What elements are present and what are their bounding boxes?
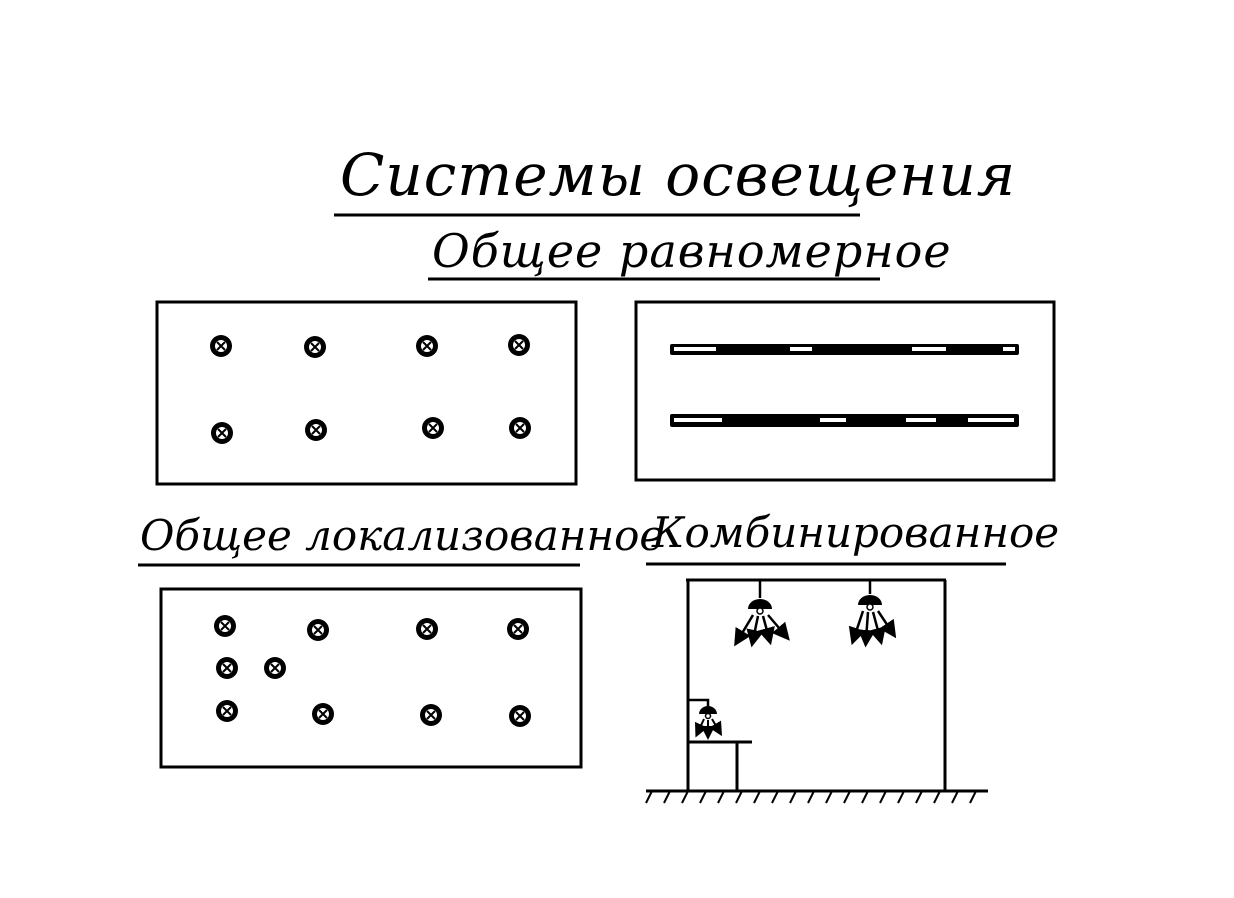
room-plan-frame [155, 300, 578, 486]
lamp-icon [420, 704, 442, 726]
uniform-lamps-panel [155, 300, 578, 486]
section-title-uniform: Общее равномерное [432, 224, 952, 278]
lamp-icon [216, 657, 238, 679]
lamp-icon [422, 417, 444, 439]
local-lamp-bracket [688, 698, 710, 706]
section-title-combined: Комбинированное [652, 508, 1060, 557]
fluorescent-tube-icon [670, 414, 1019, 427]
lamp-icon [416, 335, 438, 357]
lamp-icon [507, 618, 529, 640]
lamp-icon [214, 615, 236, 637]
diagram-title: Системы освещения [340, 141, 1017, 209]
room-plan-frame [634, 300, 1056, 482]
pendant-lamp-icon [734, 599, 790, 648]
lamp-icon [508, 334, 530, 356]
lamp-icon [304, 336, 326, 358]
lamp-icon [216, 700, 238, 722]
lamp-icon [210, 335, 232, 357]
lamp-icon [305, 419, 327, 441]
lamp-icon [416, 618, 438, 640]
lamp-icon [509, 417, 531, 439]
workbench [688, 740, 752, 792]
local-lamp-icon [694, 706, 723, 740]
lamp-icon [307, 619, 329, 641]
lamp-icon [264, 657, 286, 679]
fluorescent-tube-icon [670, 344, 1019, 355]
lamp-icon [312, 703, 334, 725]
lamp-icon [509, 705, 531, 727]
floor-hatching [645, 790, 977, 804]
combined-section-view [645, 578, 988, 804]
uniform-tubes-panel [634, 300, 1056, 482]
pendant-lamp-icon [848, 595, 897, 648]
lamp-icon [211, 422, 233, 444]
room-plan-frame [159, 587, 583, 769]
localized-lamps-panel [159, 587, 583, 769]
section-title-localized: Общее локализованное [140, 511, 665, 560]
